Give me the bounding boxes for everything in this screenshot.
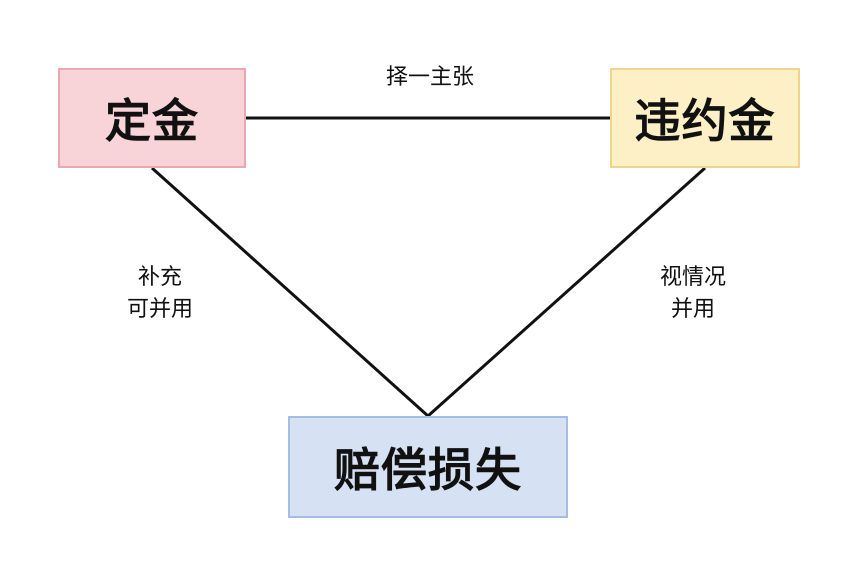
- label-penalty-compensation: 视情况 并用: [633, 262, 753, 326]
- label-line: 补充: [137, 265, 182, 290]
- edge-deposit-compensation: [150, 166, 430, 418]
- node-penalty: 违约金: [610, 68, 800, 168]
- label-deposit-compensation: 补充 可并用: [100, 262, 220, 326]
- label-line: 可并用: [126, 297, 193, 322]
- label-line: 视情况: [659, 265, 726, 290]
- node-compensation: 赔偿损失: [288, 416, 568, 518]
- edge-penalty-compensation: [426, 166, 707, 418]
- label-deposit-penalty: 择一主张: [330, 62, 530, 94]
- label-line: 择一主张: [385, 65, 474, 90]
- label-line: 并用: [670, 297, 715, 322]
- node-deposit: 定金: [58, 68, 246, 168]
